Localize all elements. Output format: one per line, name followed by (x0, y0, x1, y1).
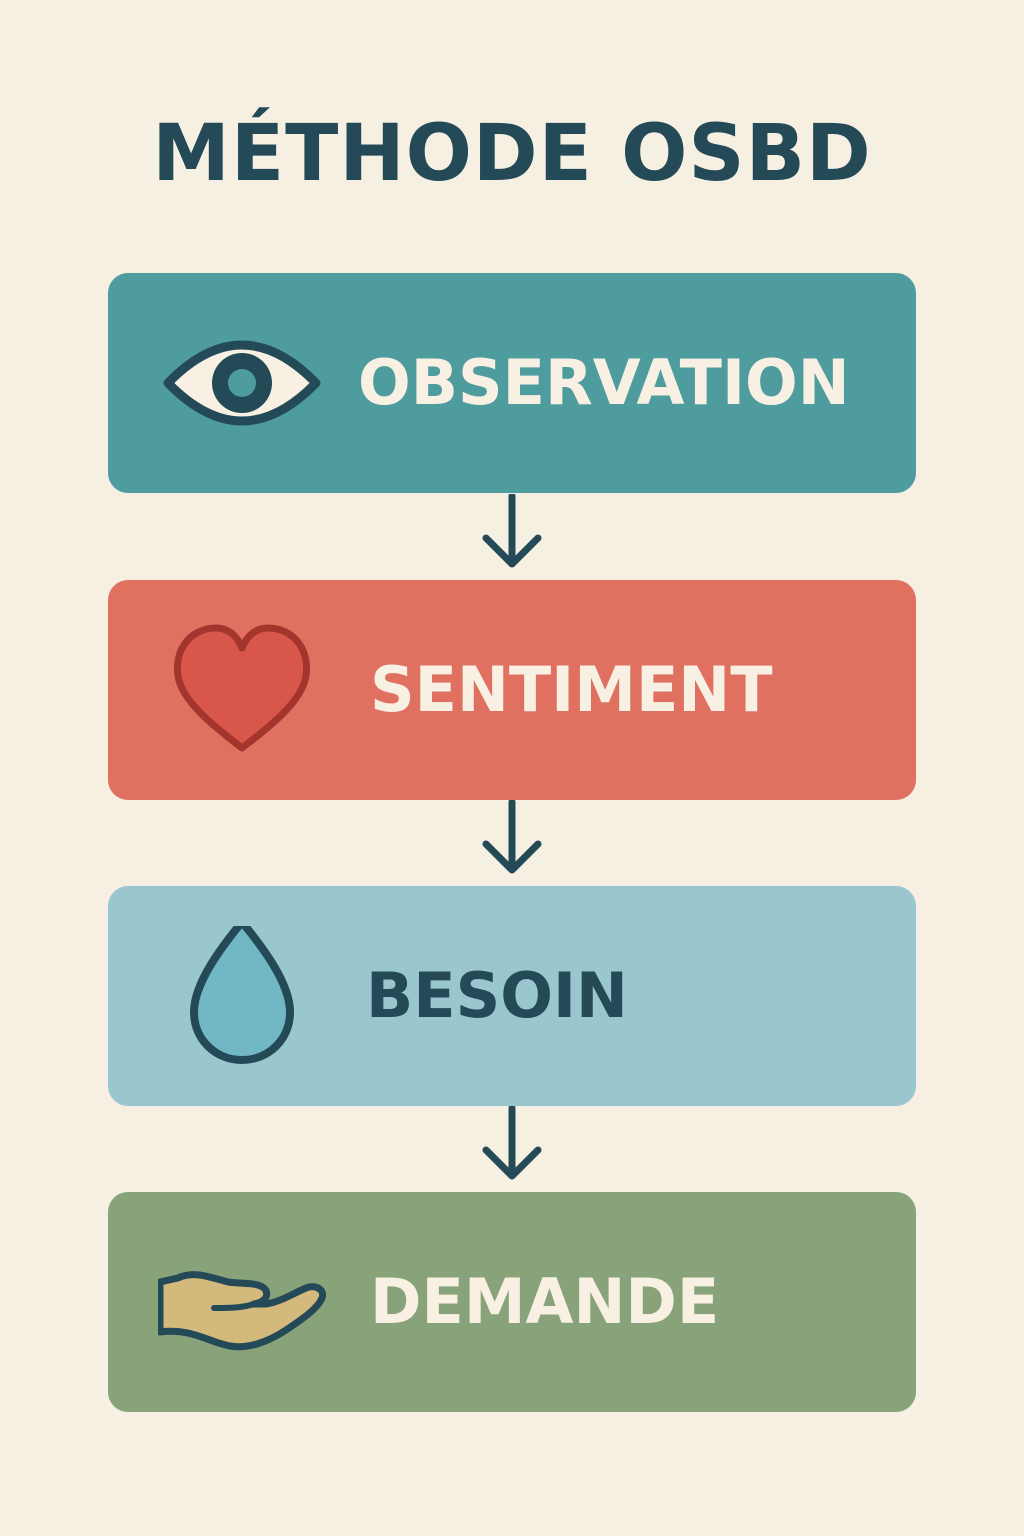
step-besoin: BESOIN (108, 886, 916, 1106)
step-label-besoin: BESOIN (366, 959, 628, 1032)
step-sentiment: SENTIMENT (108, 580, 916, 800)
step-demande: DEMANDE (108, 1192, 916, 1412)
open-hand-icon (158, 1232, 326, 1372)
water-drop-icon (158, 926, 326, 1066)
heart-icon (158, 620, 326, 760)
step-label-sentiment: SENTIMENT (370, 653, 773, 726)
eye-icon (158, 313, 326, 453)
step-label-observation: OBSERVATION (358, 346, 850, 419)
step-label-demande: DEMANDE (370, 1265, 720, 1338)
arrow-down-icon (480, 494, 544, 570)
arrow-down-icon (480, 1106, 544, 1182)
step-observation: OBSERVATION (108, 273, 916, 493)
arrow-down-icon (480, 800, 544, 876)
diagram-title: MÉTHODE OSBD (152, 109, 872, 199)
